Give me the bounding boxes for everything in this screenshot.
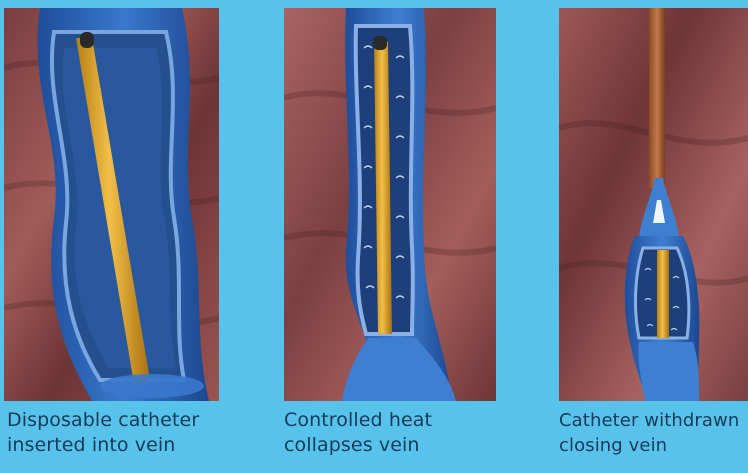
step-3-caption-line-2: closing vein (559, 433, 745, 458)
step-3-caption-line-1: Catheter withdrawn (559, 408, 745, 433)
step-1-caption-line-1: Disposable catheter (7, 408, 227, 433)
step-3-caption: Catheter withdrawn closing vein (559, 408, 745, 458)
step-1-caption: Disposable catheter inserted into vein (7, 408, 227, 458)
step-1-illustration (4, 8, 219, 401)
step-3-illustration (559, 8, 748, 401)
step-2-caption-line-2: collapses vein (284, 433, 504, 458)
step-2-caption: Controlled heat collapses vein (284, 408, 504, 458)
step-2-illustration (284, 8, 496, 401)
step-2-caption-line-1: Controlled heat (284, 408, 504, 433)
step-1-caption-line-2: inserted into vein (7, 433, 227, 458)
